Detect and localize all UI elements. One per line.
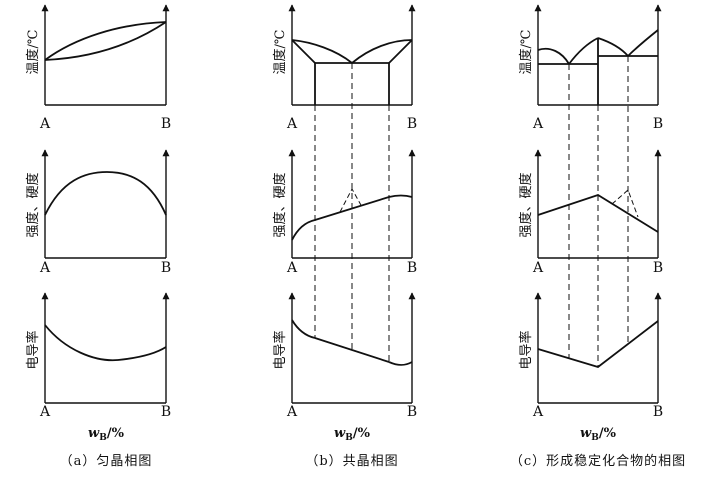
y-label-conductivity: 电导率 [25,330,41,369]
panel-a-conductivity-plot [41,292,170,404]
y-label-strength: 强度、硬度 [518,172,534,237]
panel-b-conductivity-plot [288,292,416,404]
strength-curve-left [291,219,316,241]
label-a-temperature: A [286,116,298,132]
y-label-conductivity: 电导率 [518,330,534,369]
strength-curve-right [388,194,413,198]
label-a-conductivity: A [532,404,544,420]
label-b-temperature: B [407,116,417,132]
label-b-strength: B [653,260,663,276]
solidus-right [388,39,413,64]
x-label: wB/% [88,426,125,443]
conductivity-curve-left [291,319,316,339]
label-a-temperature: A [39,116,51,132]
panel-c-temperature-plot [534,4,662,106]
x-label: wB/% [580,426,617,443]
panel-b [288,4,416,404]
y-label-temperature: 温度/℃ [272,30,288,75]
conductivity-curve [44,324,167,362]
label-b-conductivity: B [407,404,417,420]
solidus-left [291,39,316,64]
label-b-temperature: B [161,116,171,132]
y-label-temperature: 温度/℃ [518,30,534,75]
liquidus-compound-right [597,37,629,57]
label-b-strength: B [161,260,171,276]
label-a-strength: A [532,260,544,276]
label-b-strength: B [407,260,417,276]
solidus-curve [44,21,167,61]
caption-a: （a）匀晶相图 [60,454,153,469]
label-b-conductivity: B [161,404,171,420]
panel-b-temperature-plot [288,4,416,106]
panel-b-guide-lines [314,63,390,362]
liquidus-left [291,39,353,64]
conductivity-line-middle [314,337,390,363]
conductivity-curve-right [388,361,413,366]
y-label-strength: 强度、硬度 [25,172,41,237]
y-label-strength: 强度、硬度 [272,172,288,237]
label-a-temperature: A [532,116,544,132]
strength-dashed-peak [611,189,639,218]
label-a-conductivity: A [39,404,51,420]
label-b-temperature: B [653,116,663,132]
label-a-strength: A [39,260,51,276]
liquidus-b [627,29,659,57]
x-label: wB/% [334,426,371,443]
panel-c [534,4,662,404]
y-label-conductivity: 电导率 [272,330,288,369]
panel-a-strength-plot [41,149,170,259]
liquidus-right [351,39,413,64]
label-a-conductivity: A [286,404,298,420]
panel-c-guide-lines [568,56,629,367]
caption-b: （b）共晶相图 [305,454,398,469]
label-b-conductivity: B [653,404,663,420]
panel-a-temperature-plot [41,4,170,106]
y-label-temperature: 温度/℃ [25,30,41,75]
liquidus-a [537,47,570,65]
strength-curve [44,171,167,216]
liquidus-curve [44,21,167,61]
liquidus-compound-left [568,37,599,65]
panel-a [41,4,170,404]
caption-c: （c）形成稳定化合物的相图 [510,453,686,469]
label-a-strength: A [286,260,298,276]
